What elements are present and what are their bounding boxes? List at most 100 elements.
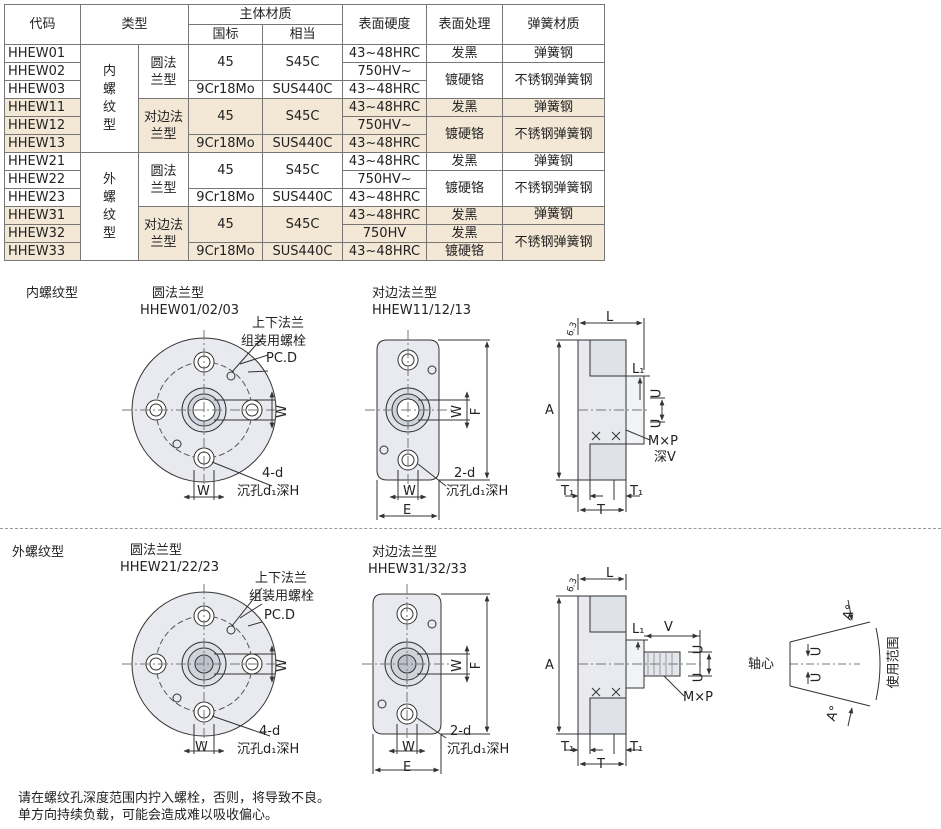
note-line-2: 单方向持续负载，可能会造成难以吸收偏心。 (18, 808, 279, 823)
dim-t: T (597, 757, 605, 772)
type-external: 外螺纹型 (80, 152, 139, 261)
dim-w-vertical: W (274, 405, 290, 418)
callout-assembly-bolt: 组装用螺栓 (241, 334, 307, 349)
dim-u: U (649, 388, 665, 399)
hardness: 43~48HRC (342, 206, 427, 225)
dim-u: U (691, 672, 707, 683)
callout-mp: M×P (648, 434, 678, 449)
round-flange-external-drawing (122, 584, 286, 754)
round-codes-external: HHEW21/22/23 (120, 560, 220, 575)
flat-codes-internal: HHEW11/12/13 (372, 303, 472, 318)
dim-e: E (403, 503, 412, 518)
label-range: 使用范围 (886, 636, 902, 689)
side-section-external-drawing (556, 574, 712, 767)
hardness: 43~48HRC (342, 44, 427, 63)
table-cell-code: HHEW11 (4, 98, 81, 117)
table-cell-code: HHEW21 (4, 152, 81, 171)
dim-t1: T₁ (630, 740, 644, 755)
dim-w-vertical: W (449, 659, 465, 672)
subtype-label: 对边法兰型 (143, 217, 183, 250)
section-divider (0, 528, 941, 529)
dim-v: V (664, 620, 673, 635)
subtype-flat: 对边法兰型 (138, 98, 189, 153)
callout-flange-bolt: 上下法兰 (255, 571, 308, 586)
round-flange-internal-drawing (122, 330, 286, 500)
material-std: 9Cr18Mo (188, 242, 263, 261)
hardness: 750HV~ (342, 62, 427, 81)
subtype-label: 圆法兰型 (150, 55, 177, 88)
header-code: 代码 (4, 4, 81, 45)
dim-l1: L₁ (632, 362, 645, 377)
treatment: 镀硬铬 (426, 116, 503, 153)
hardness: 43~48HRC (342, 152, 427, 171)
side-section-internal-drawing (556, 318, 665, 513)
flat-codes-external: HHEW31/32/33 (368, 562, 468, 577)
note-line-1: 请在螺纹孔深度范围内拧入螺栓，否则，将导致不良。 (18, 791, 331, 806)
spec-table: 代码 类型 主体材质 表面硬度 表面处理 弹簧材质 国标 相当 HHEW01 内… (4, 4, 605, 261)
callout-mp: M×P (683, 690, 713, 705)
spring: 弹簧钢 (502, 44, 605, 63)
callout-pcd: PC.D (266, 351, 298, 366)
table-cell-code: HHEW22 (4, 170, 81, 189)
callout-counterbore: 沉孔d₁深H (237, 742, 300, 757)
callout-holes2: 2-d (454, 466, 476, 481)
round-title-internal: 圆法兰型 (152, 286, 205, 301)
dim-t: T (597, 503, 605, 518)
spring: 不锈钢弹簧钢 (502, 116, 605, 153)
dim-u: U (809, 672, 825, 683)
hardness: 43~48HRC (342, 242, 427, 261)
dim-l: L (606, 310, 614, 325)
spring-steel: 弹簧钢 (503, 207, 604, 225)
dim-w: W (195, 740, 208, 755)
flat-flange-internal-drawing (365, 330, 490, 520)
dim-u: U (649, 418, 665, 429)
label-axis: 轴心 (748, 657, 775, 672)
header-type: 类型 (80, 4, 189, 45)
type-internal-label: 内螺纹型 (102, 63, 116, 133)
callout-pcd: PC.D (264, 608, 296, 623)
material-eq: S45C (262, 206, 343, 243)
subtype-round: 圆法兰型 (138, 152, 189, 207)
spring: 弹簧钢不锈钢弹簧钢 (502, 206, 605, 261)
dim-a: A (545, 658, 554, 673)
material-std: 45 (188, 206, 263, 243)
spring: 不锈钢弹簧钢 (502, 170, 605, 207)
material-std: 9Cr18Mo (188, 188, 263, 207)
section-title-internal: 内螺纹型 (26, 286, 79, 301)
dim-t1: T₁ (630, 484, 644, 499)
dim-w: W (402, 740, 415, 755)
hardness: 43~48HRC (342, 134, 427, 153)
dim-u: U (691, 644, 707, 655)
table-cell-code: HHEW03 (4, 80, 81, 99)
treatment: 发黑 (426, 152, 503, 171)
header-treatment: 表面处理 (426, 4, 503, 45)
callout-counterbore: 沉孔d₁深H (237, 484, 300, 499)
material-eq: S45C (262, 44, 343, 81)
hardness: 750HV~ (342, 170, 427, 189)
flat-title-external: 对边法兰型 (372, 545, 438, 560)
table-cell-code: HHEW31 (4, 206, 81, 225)
round-codes-internal: HHEW01/02/03 (140, 303, 240, 318)
material-eq: S45C (262, 98, 343, 135)
treatment: 镀硬铬 (426, 242, 503, 261)
flat-flange-external-drawing (362, 584, 490, 774)
usage-range-diagram (789, 599, 881, 727)
callout-holes4: 4-d (259, 724, 281, 739)
dim-l: L (606, 566, 614, 581)
dim-e: E (403, 760, 412, 775)
flat-title-internal: 对边法兰型 (372, 286, 438, 301)
dim-w: W (197, 484, 210, 499)
table-cell-code: HHEW23 (4, 188, 81, 207)
callout-holes4: 4-d (262, 466, 284, 481)
callout-counterbore: 沉孔d₁深H (446, 484, 509, 499)
table-cell-code: HHEW32 (4, 224, 81, 243)
callout-depth-v: 深V (654, 450, 676, 465)
dim-l1: L₁ (632, 622, 645, 637)
material-std: 9Cr18Mo (188, 134, 263, 153)
material-std: 9Cr18Mo (188, 80, 263, 99)
subtype-label: 对边法兰型 (143, 109, 183, 142)
spring-stainless: 不锈钢弹簧钢 (514, 235, 593, 250)
dim-a: A (545, 403, 554, 418)
subtype-label: 圆法兰型 (150, 163, 177, 196)
callout-counterbore: 沉孔d₁深H (447, 742, 510, 757)
